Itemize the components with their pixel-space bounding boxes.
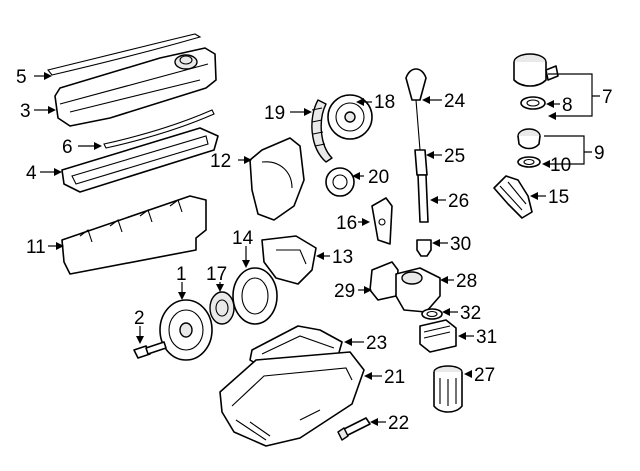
- part-3-valve-cover: [54, 47, 217, 127]
- part-4-seal: [61, 127, 219, 193]
- callout-30: 30: [450, 234, 471, 255]
- callout-11: 11: [26, 237, 46, 258]
- callout-24: 24: [444, 91, 466, 112]
- part-14-seal: [232, 267, 278, 325]
- callout-6: 6: [62, 137, 73, 158]
- callout-21: 21: [384, 367, 405, 388]
- part-26-tube-lower: [417, 174, 429, 223]
- part-1-pulley: [159, 299, 213, 361]
- part-24-dipstick: [405, 68, 427, 151]
- callout-23: 23: [366, 333, 387, 354]
- callout-22: 22: [388, 413, 409, 434]
- part-16-bracket: [371, 197, 393, 245]
- part-18-sprocket: [327, 94, 373, 140]
- callout-10: 10: [550, 155, 571, 176]
- callout-18: 18: [374, 92, 395, 113]
- callout-1: 1: [176, 264, 187, 285]
- callout-25: 25: [444, 146, 465, 167]
- part-17-gear: [209, 291, 235, 325]
- callout-14: 14: [232, 228, 254, 249]
- part-10-ring: [517, 156, 541, 168]
- part-27-filter: [433, 365, 463, 413]
- callout-16: 16: [336, 213, 357, 234]
- part-20-pulley: [325, 167, 355, 197]
- callout-13: 13: [332, 247, 353, 268]
- part-29-bracket: [369, 261, 399, 301]
- part-8-ring: [520, 96, 546, 110]
- callout-32: 32: [460, 303, 481, 324]
- part-15-shield: [493, 175, 533, 219]
- callout-3: 3: [20, 101, 31, 122]
- callout-2: 2: [134, 308, 145, 329]
- part-31-cooler: [419, 319, 457, 353]
- part-13-cover-plate: [261, 235, 317, 285]
- part-9-cap: [517, 128, 541, 150]
- part-2-bolt: [133, 341, 167, 359]
- part-25-tube-upper: [414, 149, 428, 176]
- callout-15: 15: [548, 187, 569, 208]
- part-30-sensor: [416, 239, 432, 257]
- callout-5: 5: [16, 67, 27, 88]
- callout-17: 17: [206, 264, 227, 285]
- callout-26: 26: [448, 191, 469, 212]
- callout-8: 8: [562, 95, 573, 116]
- part-6-gasket: [103, 109, 215, 149]
- part-21-oil-pan: [219, 351, 365, 447]
- part-19-belt: [311, 99, 333, 163]
- leader-lines: [34, 72, 600, 426]
- callout-20: 20: [368, 167, 389, 188]
- callout-19: 19: [264, 103, 285, 124]
- callout-29: 29: [334, 281, 355, 302]
- part-28-housing: [395, 267, 441, 313]
- part-5-gasket-strip: [47, 33, 202, 76]
- callout-28: 28: [456, 271, 477, 292]
- callout-labels: 5 3 6 4 11 12 19 18 20 24 25 26 7 8 9 10…: [16, 67, 613, 434]
- callout-27: 27: [474, 365, 495, 386]
- part-22-plug: [337, 417, 371, 441]
- callout-12: 12: [210, 151, 231, 172]
- callout-7: 7: [602, 87, 613, 108]
- part-12-timing-cover: [249, 137, 305, 221]
- part-11-cover: [61, 195, 207, 275]
- callout-31: 31: [476, 327, 497, 348]
- callout-9: 9: [594, 143, 605, 164]
- part-7-filler: [513, 53, 559, 87]
- part-32-oring: [421, 308, 443, 320]
- callout-4: 4: [26, 163, 37, 184]
